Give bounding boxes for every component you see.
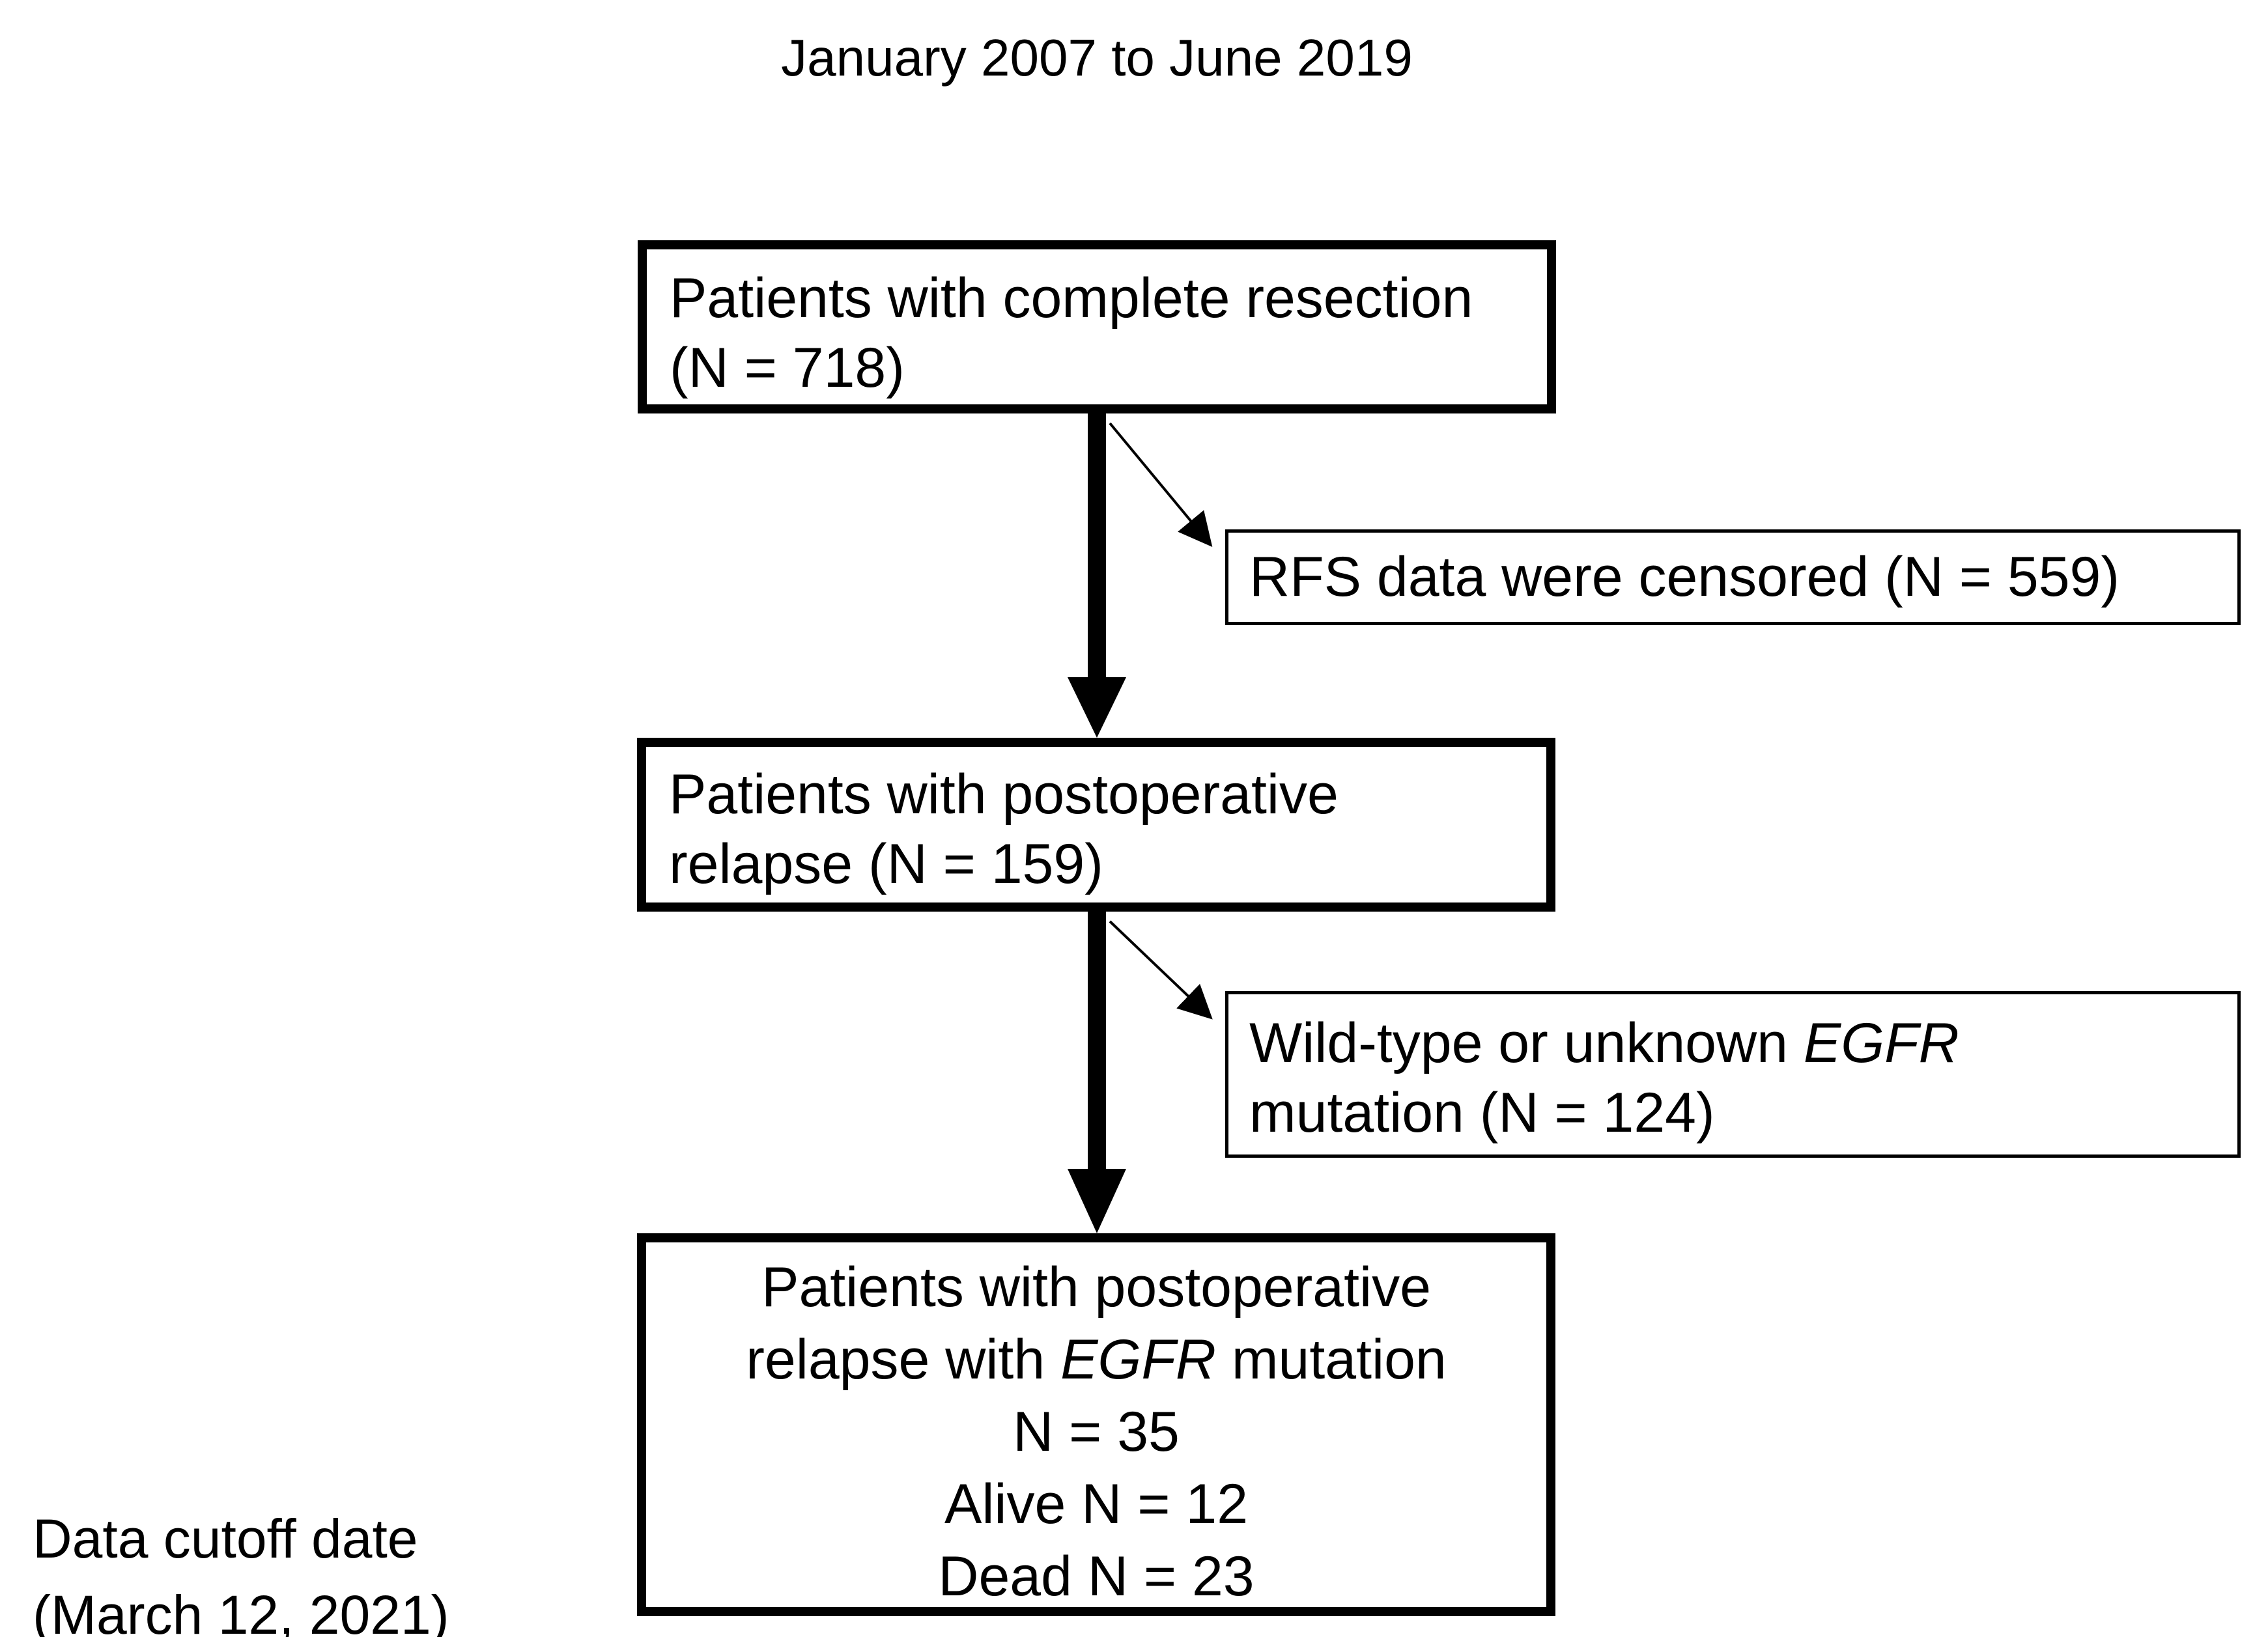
gene-symbol: EGFR (1803, 1012, 1959, 1074)
data-cutoff-note: Data cutoff date (March 12, 2021) (33, 1501, 449, 1637)
node-count: Dead N = 23 (938, 1545, 1254, 1608)
node-count: (N = 718) (670, 337, 905, 399)
node-text-line: Patients with postoperative (669, 763, 1339, 826)
node-text-segment: mutation (1231, 1328, 1447, 1391)
node-text-line: RFS data were censored (N = 559) (1249, 546, 2120, 608)
node-complete-resection: Patients with complete resection (N = 71… (638, 240, 1556, 413)
footnote-line: (March 12, 2021) (33, 1584, 449, 1637)
node-text-line: Wild-type or unknown EGFR (1249, 1009, 2237, 1078)
node-count: mutation (N = 124) (1249, 1082, 1715, 1144)
node-text-line: Patients with postoperative (761, 1256, 1431, 1319)
node-text-line: relapse with EGFR mutation (657, 1324, 1536, 1396)
node-text-line: Patients with complete resection (670, 267, 1473, 329)
arrow-down-icon (1068, 912, 1126, 1233)
diagram-title: January 2007 to June 2019 (781, 29, 1413, 87)
node-postoperative-relapse: Patients with postoperative relapse (N =… (637, 738, 1555, 912)
node-count: Alive N = 12 (944, 1473, 1249, 1535)
footnote-line: Data cutoff date (33, 1508, 418, 1569)
node-text-segment: relapse with (746, 1328, 1045, 1391)
node-egfr-relapse: Patients with postoperative relapse with… (637, 1233, 1555, 1616)
node-wildtype-unknown: Wild-type or unknown EGFR mutation (N = … (1225, 991, 2241, 1158)
node-rfs-censored: RFS data were censored (N = 559) (1225, 529, 2241, 625)
node-count: relapse (N = 159) (669, 833, 1103, 895)
arrow-branch-icon (1109, 422, 1213, 548)
node-text-segment: Wild-type or unknown (1249, 1012, 1788, 1074)
node-count: N = 35 (1013, 1401, 1180, 1463)
gene-symbol: EGFR (1060, 1328, 1216, 1391)
arrow-branch-icon (1109, 920, 1213, 1020)
arrow-down-icon (1068, 413, 1126, 738)
